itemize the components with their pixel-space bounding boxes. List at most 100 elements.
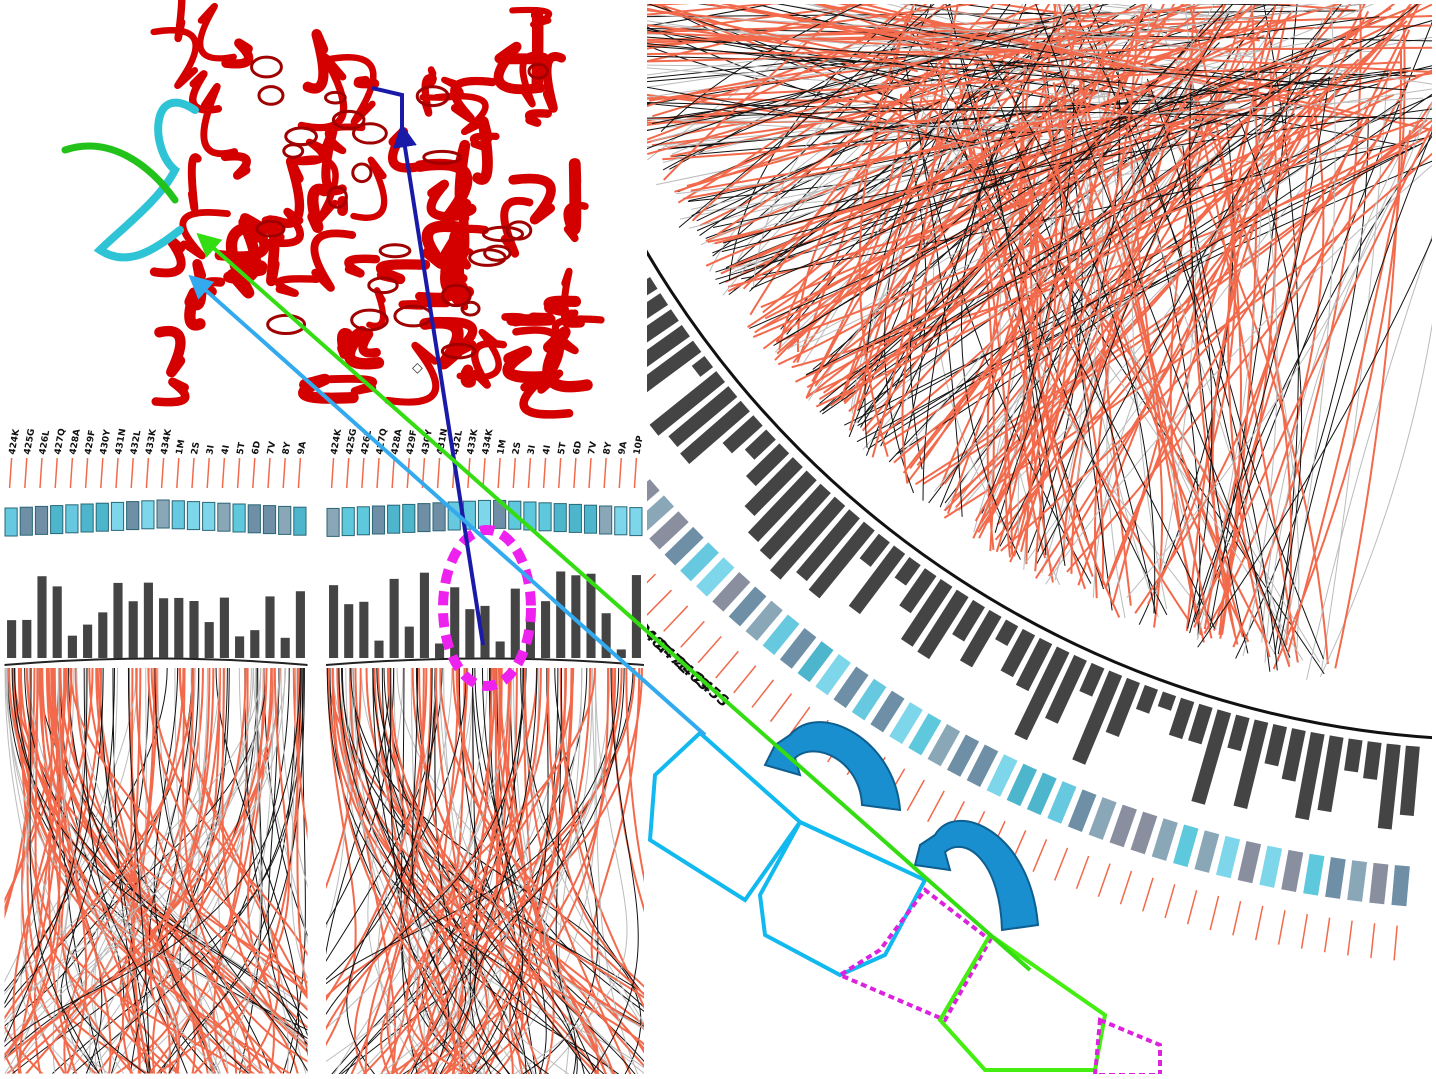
interaction-arc xyxy=(749,4,996,316)
interaction-arc xyxy=(416,667,474,1074)
protein-coil xyxy=(284,126,318,147)
interaction-arc xyxy=(148,667,216,1074)
residue-block xyxy=(202,501,216,531)
interaction-arc xyxy=(157,667,229,1074)
interaction-arc xyxy=(513,667,570,1074)
interaction-arc xyxy=(182,667,308,1063)
bar xyxy=(556,571,566,658)
residue-block xyxy=(815,654,851,696)
bar xyxy=(647,271,648,273)
interaction-arc xyxy=(521,667,644,1025)
bar xyxy=(1000,628,1036,678)
interaction-arc xyxy=(821,67,1311,415)
interaction-arc xyxy=(647,4,856,161)
protein-helix xyxy=(302,29,329,94)
bar xyxy=(465,609,475,658)
bar xyxy=(541,601,551,658)
right-bar-track xyxy=(647,249,1432,830)
interaction-arc xyxy=(884,126,943,494)
green-arrow xyxy=(196,232,1032,972)
tick xyxy=(1254,905,1264,941)
tick xyxy=(618,457,623,489)
middle-residue-blocks xyxy=(326,499,643,537)
interaction-arc xyxy=(364,667,425,1074)
protein-coil xyxy=(257,85,285,106)
residue-block xyxy=(1194,830,1220,873)
bar xyxy=(329,585,339,658)
left-residue-blocks xyxy=(4,499,307,537)
protein-coil xyxy=(440,283,472,308)
protein-coil xyxy=(250,55,283,79)
tick xyxy=(1209,895,1220,931)
bar xyxy=(1295,731,1325,821)
residue-block xyxy=(110,501,125,531)
residue-block xyxy=(50,505,64,535)
interaction-arc xyxy=(57,667,221,1074)
interaction-arc xyxy=(280,667,308,891)
interaction-arc xyxy=(985,54,1156,614)
interaction-arc xyxy=(730,4,932,269)
interaction-arc xyxy=(69,667,308,1001)
tick xyxy=(527,457,532,489)
bar xyxy=(1264,723,1287,767)
interaction-arc xyxy=(326,667,391,955)
interaction-arc xyxy=(1000,29,1411,552)
interaction-arc xyxy=(810,4,1110,96)
protein-helix xyxy=(344,254,381,278)
tick xyxy=(84,457,89,489)
residue-block xyxy=(371,505,386,535)
residue-block xyxy=(484,291,519,310)
bar xyxy=(900,579,953,647)
tick xyxy=(297,457,302,489)
residue-label: 5T xyxy=(557,441,569,456)
interaction-arc xyxy=(980,4,1257,523)
interaction-arc xyxy=(647,117,1131,144)
interaction-arc xyxy=(13,667,103,1074)
bar xyxy=(98,612,108,658)
interaction-arc xyxy=(893,126,1432,464)
residue-block xyxy=(278,505,292,535)
bar xyxy=(796,509,860,582)
tick xyxy=(588,457,592,489)
residue-block xyxy=(797,641,834,683)
interaction-arc xyxy=(13,667,181,1074)
interaction-arc xyxy=(132,667,152,1074)
tick xyxy=(1300,914,1309,949)
residue-label: 9A xyxy=(297,441,309,456)
interaction-arc xyxy=(4,667,286,1061)
tick xyxy=(647,573,657,584)
tick xyxy=(1370,923,1376,959)
bar xyxy=(1079,662,1105,697)
magenta-group-box xyxy=(835,887,993,1023)
bar xyxy=(7,620,17,658)
interaction-arc xyxy=(135,667,308,1012)
interaction-arc xyxy=(727,11,1202,293)
residue-block xyxy=(538,502,552,532)
interaction-arc xyxy=(858,4,1352,118)
interaction-arc xyxy=(154,667,308,1073)
protein-helix xyxy=(221,38,254,69)
interaction-arc xyxy=(4,667,254,1044)
residue-block xyxy=(186,501,201,531)
residue-block xyxy=(1369,862,1389,905)
residue-label: 434K xyxy=(481,427,495,455)
protein-helix xyxy=(353,75,380,89)
interaction-arc xyxy=(985,131,1066,566)
interaction-arc xyxy=(992,4,1260,42)
interaction-arc xyxy=(165,667,277,1074)
interaction-arc xyxy=(595,667,639,1074)
bar xyxy=(83,624,93,658)
bar xyxy=(22,619,32,658)
bar xyxy=(128,601,138,658)
interaction-arc xyxy=(705,20,1263,242)
interaction-arc xyxy=(647,7,1232,141)
interaction-arc xyxy=(215,667,299,1074)
interaction-arc xyxy=(844,145,1417,426)
interaction-arc xyxy=(987,14,1139,524)
interaction-arc xyxy=(850,44,1045,412)
magenta-group-box-2 xyxy=(1093,1017,1162,1074)
protein-helix xyxy=(506,312,556,326)
protein-helix xyxy=(384,341,440,406)
interaction-arc xyxy=(438,667,644,996)
